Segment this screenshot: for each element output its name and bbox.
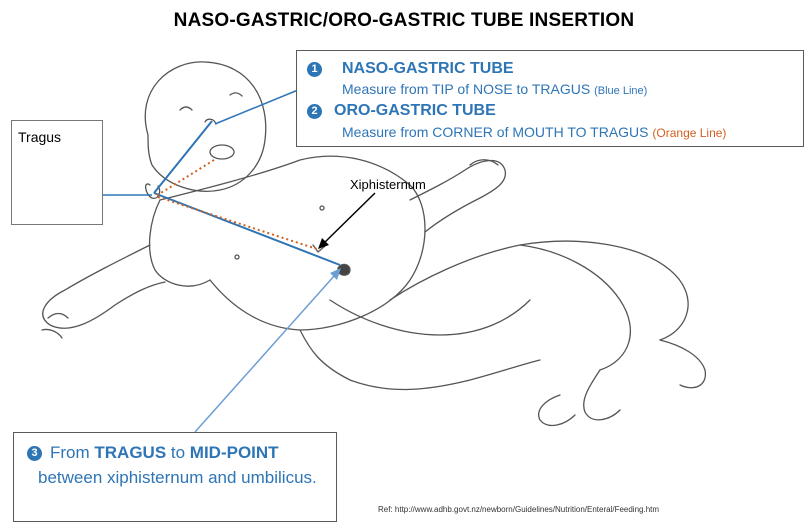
nose-connector-line (215, 90, 298, 124)
step-two: 2 ORO-GASTRIC TUBE (307, 102, 496, 120)
step-three-rest: between xiphisternum and umbilicus. (38, 465, 318, 490)
step-one-heading: NASO-GASTRIC TUBE (342, 60, 514, 78)
step-one-measure: Measure from TIP of NOSE to TRAGUS (342, 81, 590, 97)
step-two-measure: Measure from CORNER of MOUTH TO TRAGUS (342, 124, 649, 140)
step-three-number: 3 (27, 446, 42, 461)
step-one-note: (Blue Line) (594, 85, 647, 97)
midpoint-blue-line (154, 193, 340, 265)
step-three-mid: to (166, 443, 190, 462)
step-three-pre: From (50, 443, 94, 462)
step-three-tragus: TRAGUS (94, 443, 166, 462)
step-one-number: 1 (307, 62, 322, 77)
instructions-box: 1 NASO-GASTRIC TUBE Measure from TIP of … (296, 50, 804, 147)
xiphisternum-arrow (322, 193, 375, 245)
step-two-heading: ORO-GASTRIC TUBE (334, 102, 496, 120)
step-three-box: 3 From TRAGUS to MID-POINT between xiphi… (13, 432, 337, 522)
step-three-midpoint: MID-POINT (190, 443, 279, 462)
reference-text: Ref: http://www.adhb.govt.nz/newborn/Gui… (378, 505, 659, 514)
tragus-label: Tragus (18, 129, 61, 145)
step-two-note: (Orange Line) (652, 126, 726, 140)
xiphisternum-label: Xiphisternum (350, 177, 426, 192)
step-three-line: From TRAGUS to MID-POINT (14, 440, 336, 465)
step-one: 1 NASO-GASTRIC TUBE (307, 60, 514, 78)
step-two-number: 2 (307, 104, 322, 119)
step-two-text: Measure from CORNER of MOUTH TO TRAGUS (… (342, 124, 726, 140)
xiphisternum-orange-line (158, 197, 320, 250)
step-one-text: Measure from TIP of NOSE to TRAGUS (Blue… (342, 81, 647, 97)
tragus-inset: Tragus (11, 120, 103, 225)
nasogastric-blue-line (154, 121, 212, 193)
